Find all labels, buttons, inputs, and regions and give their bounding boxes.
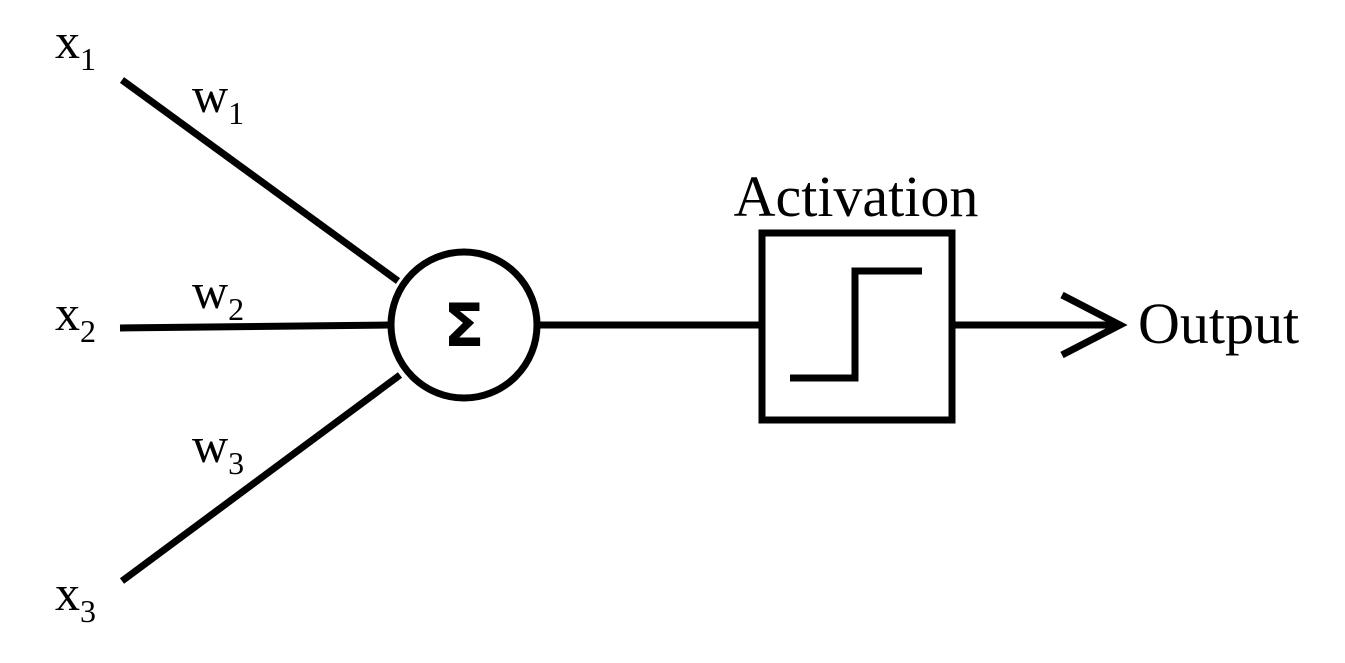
weight-label-2-sub: 2 <box>228 291 244 327</box>
weight-label-3: w3 <box>192 417 244 481</box>
input-line-3 <box>119 372 403 584</box>
input-label-3-base: x <box>55 565 80 621</box>
activation-title: Activation <box>734 164 979 229</box>
input-label-1-base: x <box>55 13 80 69</box>
output-label: Output <box>1138 291 1299 356</box>
arrow-head-icon <box>1060 291 1128 359</box>
input-label-3-sub: 3 <box>80 593 96 629</box>
weight-label-2: w2 <box>192 263 244 327</box>
step-function-icon <box>790 267 922 382</box>
input-line-1 <box>119 77 401 284</box>
weight-label-3-base: w <box>192 417 228 473</box>
input-label-2-base: x <box>55 285 80 341</box>
input-label-2: x2 <box>55 285 96 349</box>
input-line-2 <box>119 321 389 332</box>
weight-label-1-sub: 1 <box>228 95 244 131</box>
weight-label-3-sub: 3 <box>228 445 244 481</box>
weight-label-1-base: w <box>192 67 228 123</box>
input-label-1-sub: 1 <box>80 41 96 77</box>
weight-label-2-base: w <box>192 263 228 319</box>
input-label-2-sub: 2 <box>80 313 96 349</box>
weight-label-1: w1 <box>192 67 244 131</box>
input-label-3: x3 <box>55 565 96 629</box>
input-label-1: x1 <box>55 13 96 77</box>
sigma-icon: Σ <box>444 291 485 361</box>
